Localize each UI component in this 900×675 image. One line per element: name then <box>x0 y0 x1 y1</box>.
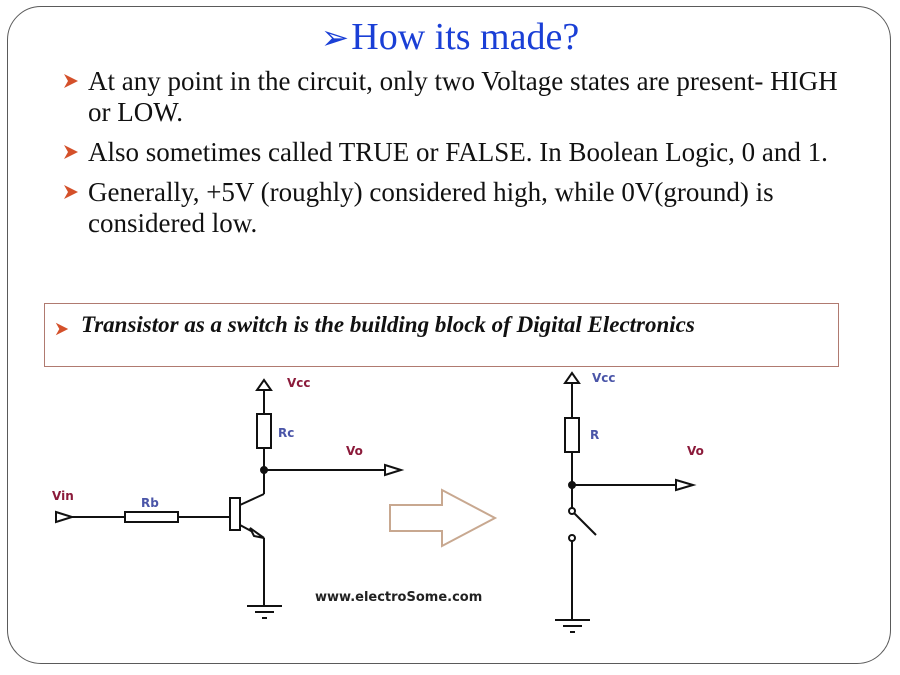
label-vcc-left: Vcc <box>287 376 311 390</box>
transform-arrow-icon <box>389 488 498 548</box>
bullet-text: Also sometimes called TRUE or FALSE. In … <box>88 137 828 167</box>
slide-title: ➢How its made? <box>0 14 900 62</box>
bullet-text: At any point in the circuit, only two Vo… <box>88 66 838 127</box>
arrow-bullet-icon: ➢ <box>320 20 350 57</box>
slide-title-text: How its made? <box>351 16 580 58</box>
bullet-item: Also sometimes called TRUE or FALSE. In … <box>62 137 842 168</box>
label-vin: Vin <box>52 489 74 503</box>
arrow-bullet-icon <box>64 185 78 199</box>
bullet-item: At any point in the circuit, only two Vo… <box>62 66 842 128</box>
arrow-bullet-icon <box>55 322 69 336</box>
label-r: R <box>590 428 599 442</box>
bullet-list: At any point in the circuit, only two Vo… <box>62 66 842 248</box>
arrow-bullet-icon <box>64 145 78 159</box>
slide-frame <box>7 6 891 664</box>
bullet-text: Generally, +5V (roughly) considered high… <box>88 177 774 238</box>
label-rc: Rc <box>278 426 294 440</box>
watermark: www.electroSome.com <box>315 590 482 605</box>
label-vo-right: Vo <box>687 444 704 458</box>
label-rb: Rb <box>141 496 159 510</box>
arrow-bullet-icon <box>64 74 78 88</box>
bullet-item: Generally, +5V (roughly) considered high… <box>62 177 842 239</box>
highlight-box: Transistor as a switch is the building b… <box>44 303 839 367</box>
label-vcc-right: Vcc <box>592 371 616 385</box>
label-vo-left: Vo <box>346 444 363 458</box>
highlight-text: Transistor as a switch is the building b… <box>81 312 695 337</box>
